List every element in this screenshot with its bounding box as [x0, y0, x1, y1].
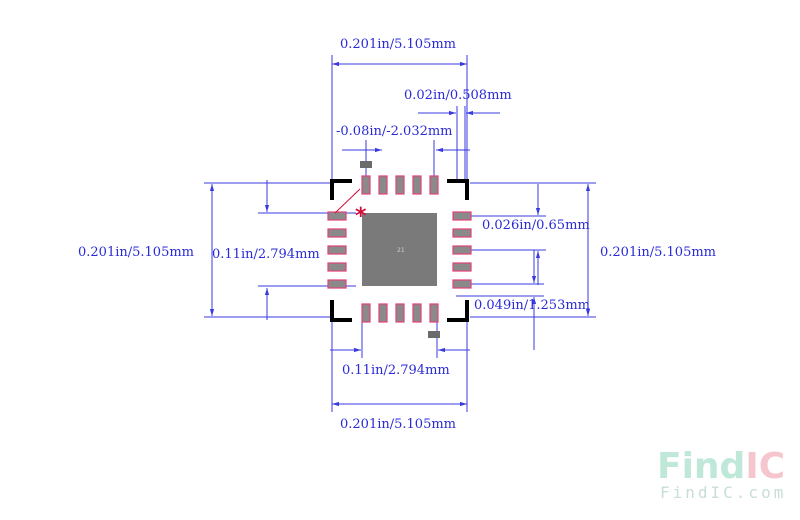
- svg-text:*: *: [355, 204, 367, 229]
- dim-right-height: 0.201in/5.105mm: [470, 182, 716, 318]
- right-pads: [452, 211, 472, 289]
- dim-inner-height-label: 0.11in/2.794mm: [212, 247, 320, 262]
- dim-bottom-width-label: 0.201in/5.105mm: [340, 417, 456, 432]
- dim-offset-label: -0.08in/-2.032mm: [336, 124, 453, 139]
- center-pad-label: 21: [397, 247, 405, 254]
- dim-offset: -0.08in/-2.032mm: [336, 124, 470, 180]
- watermark-logo: FindIC FindIC.com: [657, 446, 786, 502]
- dim-left-height-label: 0.201in/5.105mm: [78, 245, 194, 260]
- dim-bottom-width: 0.201in/5.105mm: [331, 320, 468, 432]
- dim-pad-length: 0.049in/1.253mm: [456, 250, 590, 350]
- top-pads: [361, 175, 439, 195]
- dim-pitch: 0.026in/0.65mm: [470, 184, 590, 285]
- pin1-marker-icon: *: [334, 188, 367, 229]
- package-outline: [330, 179, 469, 322]
- left-pads: [327, 211, 347, 289]
- watermark-brand-b: IC: [745, 446, 785, 487]
- bottom-pads: [361, 303, 439, 323]
- top-fiducial: [360, 161, 372, 168]
- dim-right-height-label: 0.201in/5.105mm: [600, 245, 716, 260]
- dim-pad-width-label: 0.02in/0.508mm: [404, 88, 512, 103]
- svg-text:FindIC: FindIC: [657, 446, 785, 487]
- dim-top-width: 0.201in/5.105mm: [331, 37, 468, 180]
- dim-left-height: 0.201in/5.105mm: [78, 182, 332, 318]
- center-pad: 21: [362, 213, 437, 286]
- dim-bottom-inner-label: 0.11in/2.794mm: [342, 363, 450, 378]
- watermark-url: FindIC.com: [660, 483, 786, 502]
- watermark-brand-a: Find: [657, 446, 745, 487]
- dim-pitch-label: 0.026in/0.65mm: [482, 218, 590, 233]
- dim-pad-length-label: 0.049in/1.253mm: [474, 298, 590, 313]
- dim-top-width-label: 0.201in/5.105mm: [340, 37, 456, 52]
- dim-pad-width: 0.02in/0.508mm: [404, 88, 512, 180]
- bottom-fiducial: [428, 331, 440, 338]
- dim-bottom-inner: 0.11in/2.794mm: [330, 320, 470, 378]
